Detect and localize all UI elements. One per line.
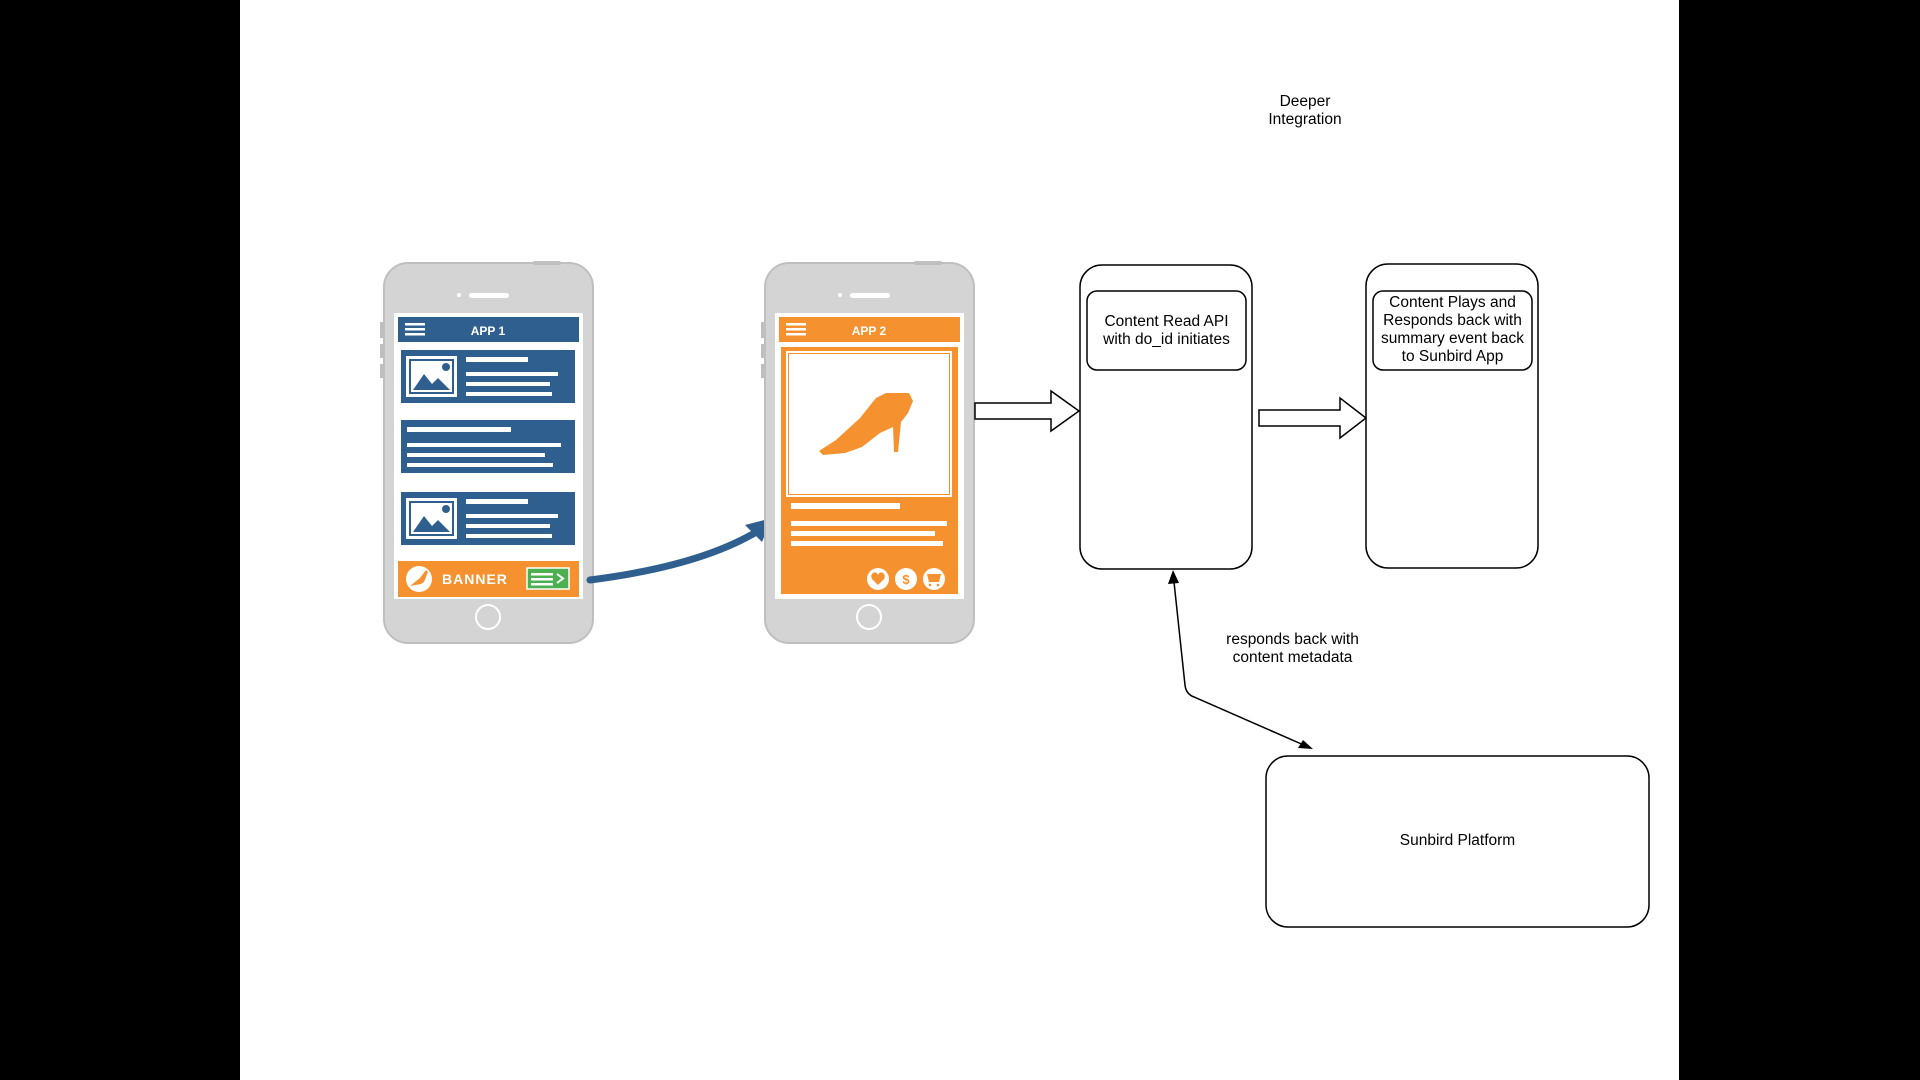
image-icon <box>406 356 457 397</box>
flow-arrow-to-content-plays <box>1258 396 1368 440</box>
cart-icon <box>923 568 945 590</box>
app1-header <box>398 317 579 342</box>
content-plays-line4: to Sunbird App <box>1401 348 1504 365</box>
app1-header-title: APP 1 <box>471 324 506 338</box>
content-read-line1: Content Read API <box>1104 313 1229 330</box>
diagram-title-line1: Deeper <box>1279 93 1331 110</box>
phone-app-2: APP 2 $ <box>761 261 975 644</box>
navigation-arrow <box>586 518 772 584</box>
content-plays-line2: Responds back with <box>1383 312 1522 329</box>
response-label-line1: responds back with <box>1226 631 1359 648</box>
product-image <box>786 351 952 497</box>
response-label-line2: content metadata <box>1232 649 1353 666</box>
content-read-label: Content Read API with do_id initiates <box>1087 313 1246 349</box>
content-read-line2: with do_id initiates <box>1103 331 1230 348</box>
app2-menu-icon <box>786 323 806 336</box>
svg-text:$: $ <box>902 572 910 587</box>
app1-card <box>401 420 575 473</box>
sunbird-platform-box <box>1265 755 1650 928</box>
app1-banner-label: BANNER <box>442 571 508 587</box>
content-read-box <box>1086 290 1247 371</box>
response-label: responds back with content metadata <box>1200 631 1385 667</box>
content-plays-box <box>1372 290 1533 371</box>
app2-header-title: APP 2 <box>852 324 887 338</box>
sunbird-platform-label: Sunbird Platform <box>1399 832 1516 849</box>
app1-card <box>401 350 575 403</box>
banner-cta-button <box>526 567 570 590</box>
diagram-title-line2: Integration <box>1268 111 1342 128</box>
content-plays-line3: summary event back <box>1381 330 1524 347</box>
content-plays-label: Content Plays and Responds back with sum… <box>1368 294 1537 366</box>
flow-arrow-to-read-api <box>974 389 1081 433</box>
app2-header <box>779 317 960 342</box>
shoe-icon <box>406 566 432 592</box>
app1-card <box>401 492 575 545</box>
app1-banner: BANNER <box>398 561 579 597</box>
dollar-icon: $ <box>895 568 917 590</box>
image-icon <box>406 498 457 539</box>
diagram-title: Deeper Integration <box>1230 93 1380 129</box>
metadata-connector <box>1168 570 1313 749</box>
phone-app-1: APP 1 <box>380 261 594 644</box>
app1-menu-icon <box>405 323 425 336</box>
high-heel-icon <box>819 393 913 455</box>
content-plays-line1: Content Plays and <box>1389 294 1516 311</box>
heart-icon <box>867 568 889 590</box>
